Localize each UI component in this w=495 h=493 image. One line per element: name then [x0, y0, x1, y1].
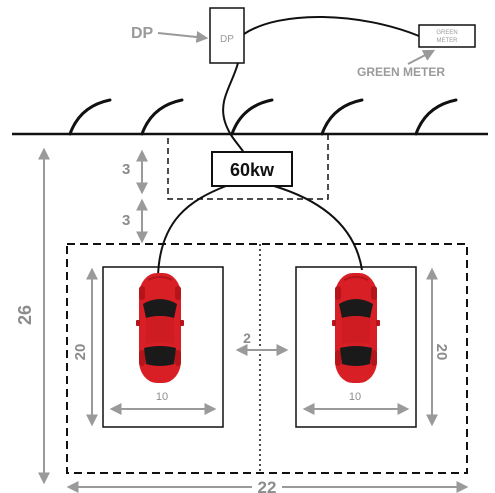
parking-spot-left: [102, 266, 224, 428]
charger-to-left-car-cable: [157, 185, 227, 277]
car-icon: [135, 272, 185, 384]
green-meter-box-label-line2: METER: [437, 38, 459, 44]
parking-area-boundary: [66, 243, 468, 474]
parking-spot-right: [295, 266, 417, 428]
spot-left-width-label: 10: [156, 391, 168, 403]
car-icon: [331, 272, 381, 384]
charger-label: 60kw: [230, 160, 275, 180]
green-meter-pointer-arrow: [407, 49, 436, 65]
plant-icon: [68, 98, 112, 136]
dp-pointer-arrow: [157, 31, 209, 43]
dp-box: [209, 7, 245, 64]
total-width-label: 22: [258, 478, 277, 493]
dp-to-meter-cable: [243, 16, 420, 37]
charger-box: [211, 151, 293, 187]
green-meter-pointer-label: GREEN METER: [357, 65, 445, 79]
plant-icon: [414, 98, 458, 136]
charger-to-right-car-cable: [273, 185, 363, 271]
dp-box-label: DP: [220, 34, 234, 45]
spot-right-length-label: 20: [433, 344, 450, 361]
gap-upper-label: 3: [122, 161, 130, 178]
plant-icon: [230, 98, 274, 136]
dp-to-charger-cable: [222, 62, 247, 157]
total-width-label-bg: [252, 479, 282, 493]
green-meter-box-label-line1: GREEN: [436, 30, 457, 36]
charger-zone: [167, 133, 329, 200]
total-height-label: 26: [15, 305, 35, 325]
spot-right-width-label: 10: [349, 391, 361, 403]
plant-icon: [320, 98, 364, 136]
plant-icon: [140, 98, 184, 136]
gap-lower-label: 3: [122, 212, 130, 229]
spot-left-length-label: 20: [72, 344, 89, 361]
spot-separation-label: 2: [243, 330, 251, 346]
dp-pointer-label: DP: [131, 25, 154, 42]
